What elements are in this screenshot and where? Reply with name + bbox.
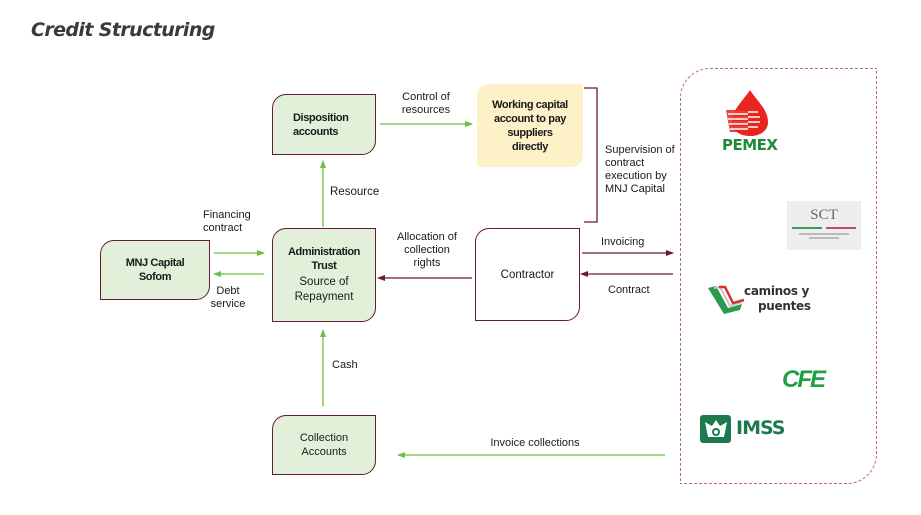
caminos-stripes-icon <box>708 285 745 314</box>
label-resource: Resource <box>330 186 380 198</box>
caminos-text-2: puentes <box>758 299 811 313</box>
node-disposition-accounts: Disposition accounts <box>272 94 376 155</box>
cfe-logo: CFE <box>782 366 826 393</box>
label-invoice-collections: Invoice collections <box>490 437 580 449</box>
sct-flag-lines <box>787 227 861 229</box>
clients-panel <box>680 68 877 484</box>
label-allocation: Allocation of collection rights <box>397 231 457 269</box>
imss-emblem-icon <box>700 415 731 443</box>
node-administration-trust: Administration Trust Source of Repayment <box>272 228 376 322</box>
node-working-capital-account: Working capital account to pay suppliers… <box>477 84 583 167</box>
node-disposition-label: Disposition accounts <box>293 111 349 138</box>
node-collection-label: Collection Accounts <box>299 432 349 458</box>
label-invoicing: Invoicing <box>601 236 645 248</box>
node-admin-trust-sub: Source of Repayment <box>294 276 354 303</box>
page-title: Credit Structuring <box>31 19 215 41</box>
node-collection-accounts: Collection Accounts <box>272 415 376 475</box>
label-cash: Cash <box>332 359 358 371</box>
pemex-logo: PEMEX <box>720 88 780 158</box>
sct-logo: SCT <box>787 201 861 250</box>
label-supervision: Supervision of contract execution by MNJ… <box>605 144 675 195</box>
label-control-of-resources: Control of resources <box>401 91 451 116</box>
node-contractor-label: Contractor <box>500 268 555 281</box>
caminos-y-puentes-logo: caminos y puentes <box>706 282 816 320</box>
imss-text: IMSS <box>736 417 785 439</box>
sct-text: SCT <box>810 207 838 223</box>
node-working-capital-label: Working capital account to pay suppliers… <box>492 98 568 153</box>
label-debt-service: Debt service <box>210 285 246 310</box>
node-mnj-label: MNJ Capital Sofom <box>125 257 185 283</box>
label-contract: Contract <box>608 284 650 296</box>
pemex-text: PEMEX <box>722 136 778 154</box>
label-financing-contract: Financing contract <box>203 209 251 234</box>
node-admin-trust-title: Administration Trust <box>287 246 360 272</box>
caminos-text-1: caminos y <box>744 284 810 298</box>
pemex-drop-icon <box>726 90 768 136</box>
node-mnj-capital-sofom: MNJ Capital Sofom <box>100 240 210 300</box>
supervision-bracket <box>584 87 598 223</box>
node-contractor: Contractor <box>475 228 580 321</box>
imss-logo: IMSS <box>700 414 800 446</box>
